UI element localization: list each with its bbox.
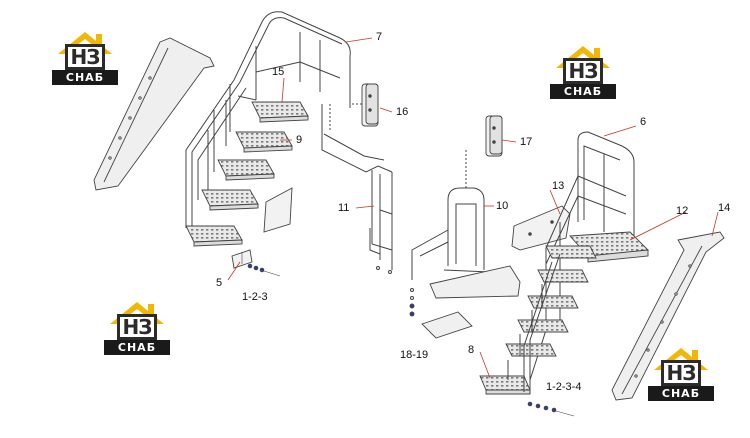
callout-leaders [227, 37, 719, 379]
left-fasteners [241, 252, 281, 277]
callout-16: 16 [396, 106, 409, 118]
logo-mark: НЗ [563, 58, 603, 84]
brand-logo: НЗ СНАБ [550, 44, 616, 102]
callout-5: 5 [216, 277, 223, 289]
callout-7: 7 [376, 31, 383, 43]
mirror-plate-17 [485, 115, 503, 157]
callout-17: 17 [520, 136, 533, 148]
callout-13: 13 [552, 180, 565, 192]
left-side-stringer [93, 37, 215, 191]
brand-logo: НЗ СНАБ [52, 30, 118, 88]
callout-9: 9 [296, 134, 303, 146]
callout-14: 14 [718, 202, 731, 214]
logo-text: СНАБ [52, 70, 118, 85]
logo-text: СНАБ [104, 340, 170, 355]
callout-15: 15 [272, 66, 285, 78]
logo-text: СНАБ [648, 386, 714, 401]
gate-assembly-11 [321, 104, 393, 274]
callout-18-19: 18-19 [400, 349, 429, 361]
right-stair-frame [507, 253, 561, 394]
logo-mark: НЗ [117, 314, 157, 340]
callout-11: 11 [338, 202, 350, 214]
callout-8: 8 [468, 344, 475, 356]
logo-mark: НЗ [65, 44, 105, 70]
right-side-stringer [611, 231, 725, 401]
callout-1-2-3-4: 1-2-3-4 [546, 381, 582, 393]
callout-1-2-3: 1-2-3 [242, 291, 268, 303]
bracket-plate-13 [511, 205, 571, 251]
mirror-plate-16 [350, 83, 379, 127]
brand-logo: НЗ СНАБ [648, 346, 714, 404]
callout-10: 10 [496, 200, 509, 212]
left-handrail-assembly [185, 11, 351, 230]
logo-mark: НЗ [661, 360, 701, 386]
right-fasteners [527, 401, 575, 417]
floor-panels [409, 265, 521, 339]
logo-text: СНАБ [550, 84, 616, 99]
callout-6: 6 [640, 116, 647, 128]
brand-logo: НЗ СНАБ [104, 300, 170, 358]
gate-assembly-10 [410, 150, 491, 300]
right-stair-treads [479, 245, 597, 395]
callout-12: 12 [676, 205, 689, 217]
left-stair-treads [185, 101, 309, 247]
